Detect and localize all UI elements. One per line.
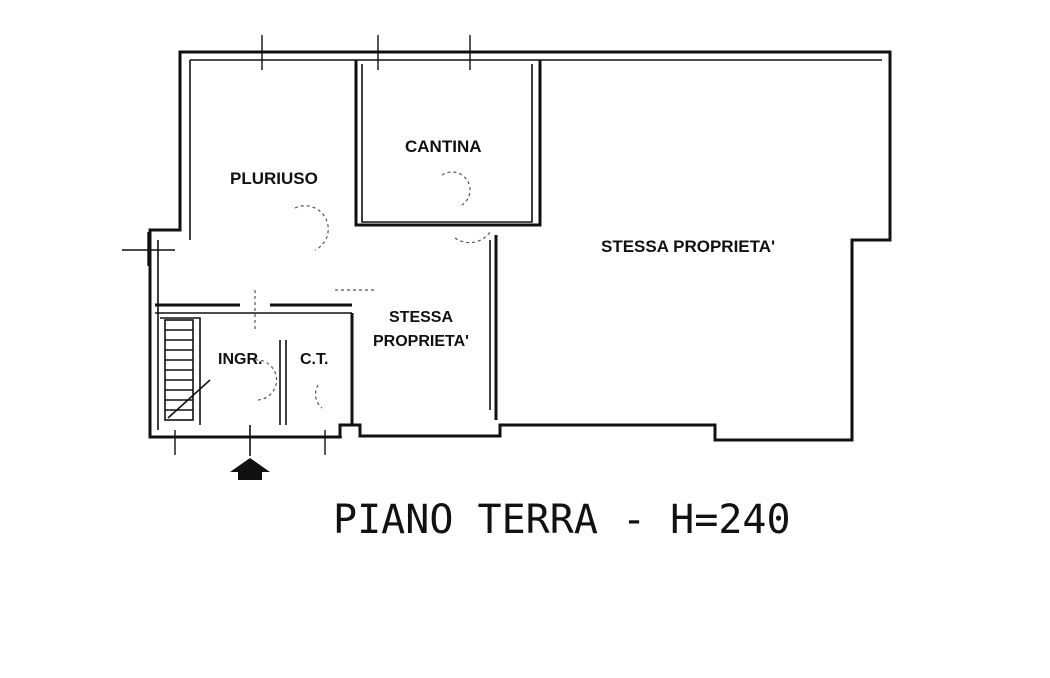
plan-title: PIANO TERRA - H=240 [333, 497, 791, 543]
room-label-cantina: CANTINA [405, 137, 482, 156]
room-label-stessa-small-2: PROPRIETA' [373, 333, 469, 350]
room-label-stessa-large: STESSA PROPRIETA' [601, 237, 775, 256]
room-label-ct: C.T. [300, 351, 328, 368]
entrance-arrow-icon [230, 425, 270, 480]
interior-walls [155, 60, 542, 425]
room-label-ingresso: INGR. [218, 351, 262, 368]
room-label-stessa-small-1: STESSA [389, 309, 453, 326]
outer-walls [148, 50, 892, 442]
room-label-pluriuso: PLURIUSO [230, 169, 318, 188]
door-swings [254, 171, 491, 409]
window-marks [122, 35, 488, 455]
staircase [164, 319, 211, 421]
